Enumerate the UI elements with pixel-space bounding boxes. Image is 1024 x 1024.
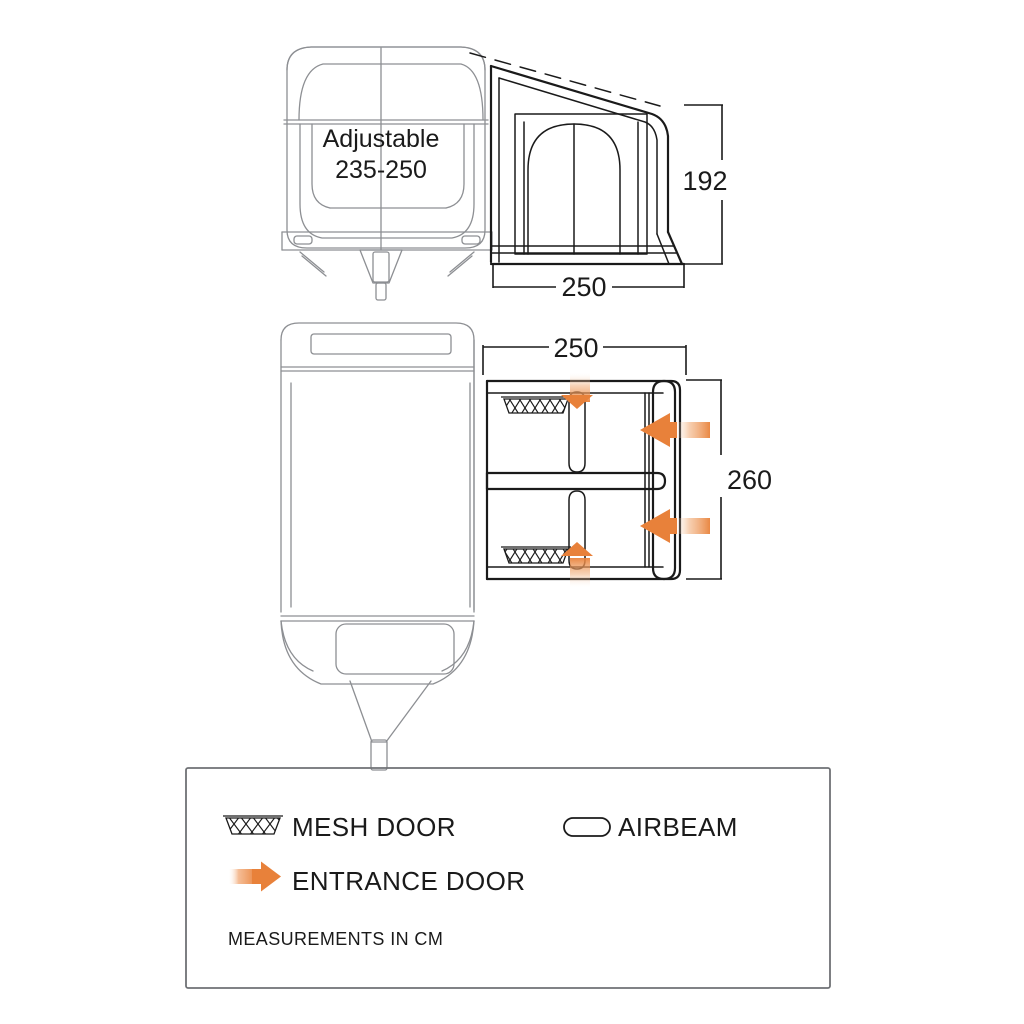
awning-side-elevation: [469, 52, 686, 266]
entrance-door-arrow-right-lower: [640, 509, 710, 543]
legend-box: [185, 767, 831, 989]
dimension-label-192: 192: [682, 166, 727, 196]
plan-view: 250 260: [280, 322, 772, 771]
adjustable-label-line2: 235-250: [335, 156, 427, 184]
entrance-door-arrow-top: [561, 372, 593, 409]
mesh-door-icon: [223, 815, 283, 835]
dimension-label-250-elevation: 250: [561, 272, 606, 302]
airbeam-icon: [563, 817, 611, 837]
legend-panel: MESH DOOR AIRBEAM ENTRANCE DOOR MEASUREM…: [185, 767, 831, 989]
mesh-door-front-left: [501, 396, 571, 414]
adjustable-label-line1: Adjustable: [323, 125, 440, 153]
entrance-door-arrow-right-upper: [640, 413, 710, 447]
awning-plan: [485, 372, 710, 588]
dimension-label-260-plan: 260: [727, 465, 772, 495]
dimension-depth-260-plan: 260: [686, 379, 772, 580]
legend-label-mesh-door: MESH DOOR: [292, 812, 456, 842]
entrance-door-arrow-bottom: [561, 542, 593, 588]
airbeam-front-vertical: [651, 379, 677, 581]
entrance-door-arrow-icon: [228, 861, 281, 892]
mesh-door-rear-left: [501, 546, 571, 564]
legend-footnote: MEASUREMENTS IN CM: [228, 929, 443, 949]
side-elevation-view: 192 250 Adjustable 235-250: [281, 46, 728, 302]
legend-label-airbeam: AIRBEAM: [618, 812, 738, 842]
dimension-depth-250-elevation: 250: [492, 264, 685, 302]
dimension-width-250-plan: 250: [482, 333, 687, 375]
dimension-height-192: 192: [682, 104, 728, 265]
airbeam-middle-horizontal: [485, 471, 667, 491]
dimension-label-250-plan: 250: [553, 333, 598, 363]
caravan-plan-outline: [280, 322, 475, 771]
legend-label-entrance-door: ENTRANCE DOOR: [292, 866, 525, 896]
airbeam-centre-lower: [568, 490, 586, 570]
